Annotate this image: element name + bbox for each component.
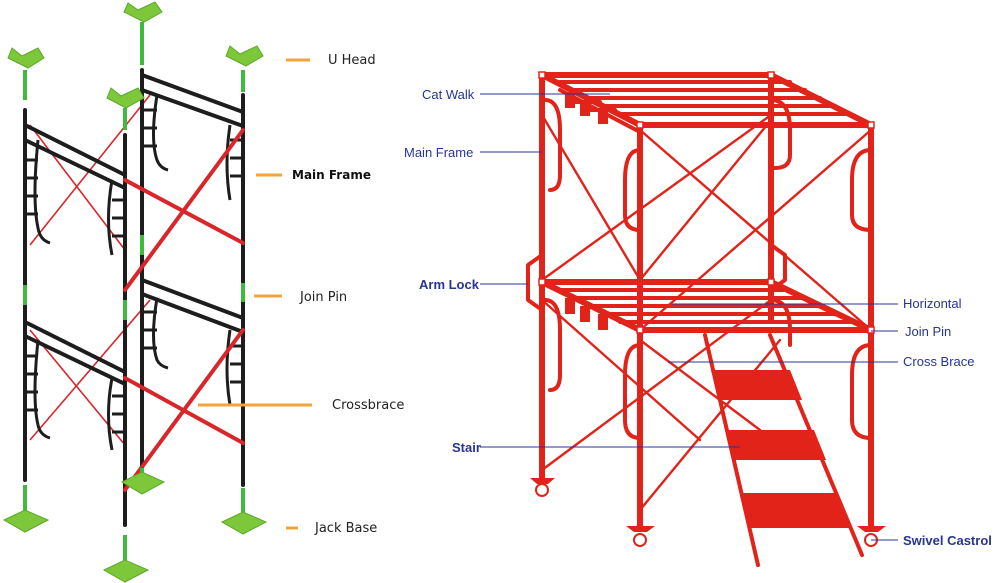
jack-base-icon xyxy=(2,468,268,583)
left-main-frame-lower xyxy=(23,278,245,451)
label-join-pin: Join Pin xyxy=(299,290,347,305)
right-joint-nodes xyxy=(538,71,875,334)
label-cross-brace: Cross Brace xyxy=(903,354,975,369)
left-scaffold-diagram: U Head Main Frame Join Pin Crossbrace Ja… xyxy=(2,1,404,583)
label-stair: Stair xyxy=(452,440,481,455)
cat-walk-platform xyxy=(539,72,874,134)
label-main-frame: Main Frame xyxy=(292,168,371,182)
right-back-posts xyxy=(539,72,774,483)
left-join-pins xyxy=(23,235,245,320)
left-leader-lines xyxy=(198,58,312,530)
label-main-frame-right: Main Frame xyxy=(404,145,473,160)
label-swivel-castrol: Swivel Castrol xyxy=(903,533,992,548)
right-scaffold-diagram: Cat Walk Main Frame Arm Lock Horizontal … xyxy=(404,71,992,567)
right-cross-braces xyxy=(540,113,873,512)
label-join-pin-right: Join Pin xyxy=(905,324,951,339)
left-posts xyxy=(23,68,245,527)
label-jack-base: Jack Base xyxy=(314,521,377,536)
label-cat-walk: Cat Walk xyxy=(422,87,475,102)
arm-lock xyxy=(526,253,544,312)
label-horizontal: Horizontal xyxy=(903,296,962,311)
swivel-castor-icon xyxy=(530,478,886,547)
right-main-frame-loops xyxy=(543,98,873,440)
u-head-icon xyxy=(7,1,264,130)
stair xyxy=(703,333,864,567)
right-leader-lines xyxy=(480,93,898,541)
left-front-crossbraces xyxy=(123,128,245,492)
label-arm-lock: Arm Lock xyxy=(419,277,480,292)
label-u-head: U Head xyxy=(328,53,376,68)
horizontal-platform xyxy=(539,279,874,333)
left-back-crossbraces xyxy=(29,94,151,446)
label-crossbrace: Crossbrace xyxy=(332,398,404,413)
